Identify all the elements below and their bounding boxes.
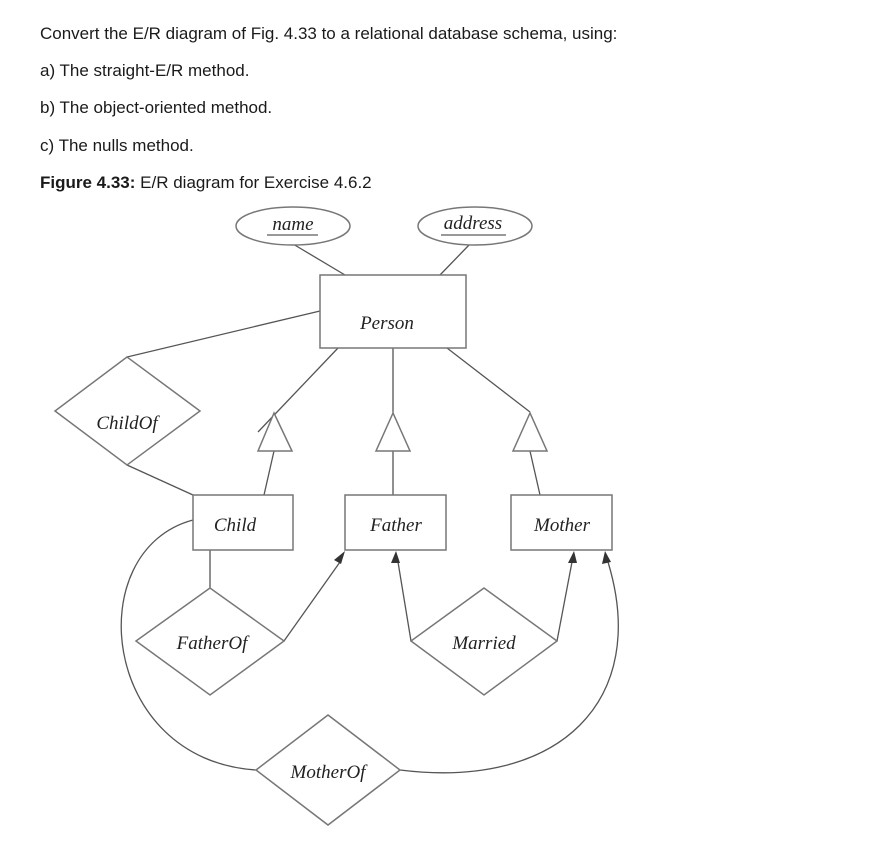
entity-child-box [192,494,294,551]
arrowhead-motherof-mother [602,551,611,564]
option-a: a) The straight-E/R method. [40,61,250,80]
edge-childof-child [126,464,194,496]
relationship-childof: ChildOf [53,356,202,466]
entity-mother: Mother [510,494,613,551]
entity-person-label: Person [359,313,414,334]
relationship-motherof-diamond [254,714,402,826]
attribute-address-label: address [444,213,502,234]
entity-person-box [319,274,467,349]
attribute-address: address [417,206,533,246]
relationship-married-label: Married [451,633,516,654]
edge-married-father [397,561,412,642]
entity-mother-label: Mother [533,515,591,536]
edge-motherof-mother [399,561,619,774]
option-b: b) The object-oriented method. [40,98,273,117]
edge-person-isa-child [257,347,339,433]
attribute-name-label: name [272,214,313,235]
edge-person-childof [126,310,321,358]
edges [120,243,619,774]
figure-caption-text: E/R diagram for Exercise 4.6.2 [135,173,372,192]
isa-triangle-mother [511,411,549,452]
relationship-fatherof: FatherOf [134,587,286,696]
isa-triangle-father [374,411,412,452]
figure-caption: Figure 4.33: E/R diagram for Exercise 4.… [40,173,372,193]
entity-father: Father [344,494,447,551]
relationship-childof-diamond [53,356,202,466]
edge-name-person [292,243,346,276]
entity-mother-box [510,494,613,551]
relationship-motherof-label: MotherOf [290,762,369,783]
arrowhead-fatherof-father [334,551,345,564]
entity-father-label: Father [369,515,422,536]
relationship-motherof: MotherOf [254,714,402,826]
isa-triangle-child [256,411,294,452]
edge-child-motherof [120,519,257,771]
relationship-married: Married [409,587,559,696]
entity-person: Person [319,274,467,349]
attribute-name: name [235,206,351,246]
relationship-fatherof-label: FatherOf [176,633,250,654]
attribute-name-ellipse [235,206,351,246]
entity-child: Child [192,494,294,551]
arrowhead-married-mother [568,551,577,563]
arrowhead-married-father [391,551,400,563]
arrowheads [334,551,611,564]
exercise-prompt: Convert the E/R diagram of Fig. 4.33 to … [40,24,618,43]
option-c: c) The nulls method. [40,136,194,155]
edge-married-mother [556,561,573,642]
relationship-married-diamond [409,587,559,696]
relationship-fatherof-diamond [134,587,286,696]
entity-child-label: Child [214,515,257,536]
edge-fatherof-father [283,561,341,642]
entity-father-box [344,494,447,551]
figure-label: Figure 4.33: [40,173,136,192]
edge-person-isa-mother [446,347,531,413]
relationship-childof-label: ChildOf [96,413,160,434]
edge-isa-mother [529,450,541,496]
edge-isa-child [263,450,275,496]
edge-address-person [439,243,471,276]
